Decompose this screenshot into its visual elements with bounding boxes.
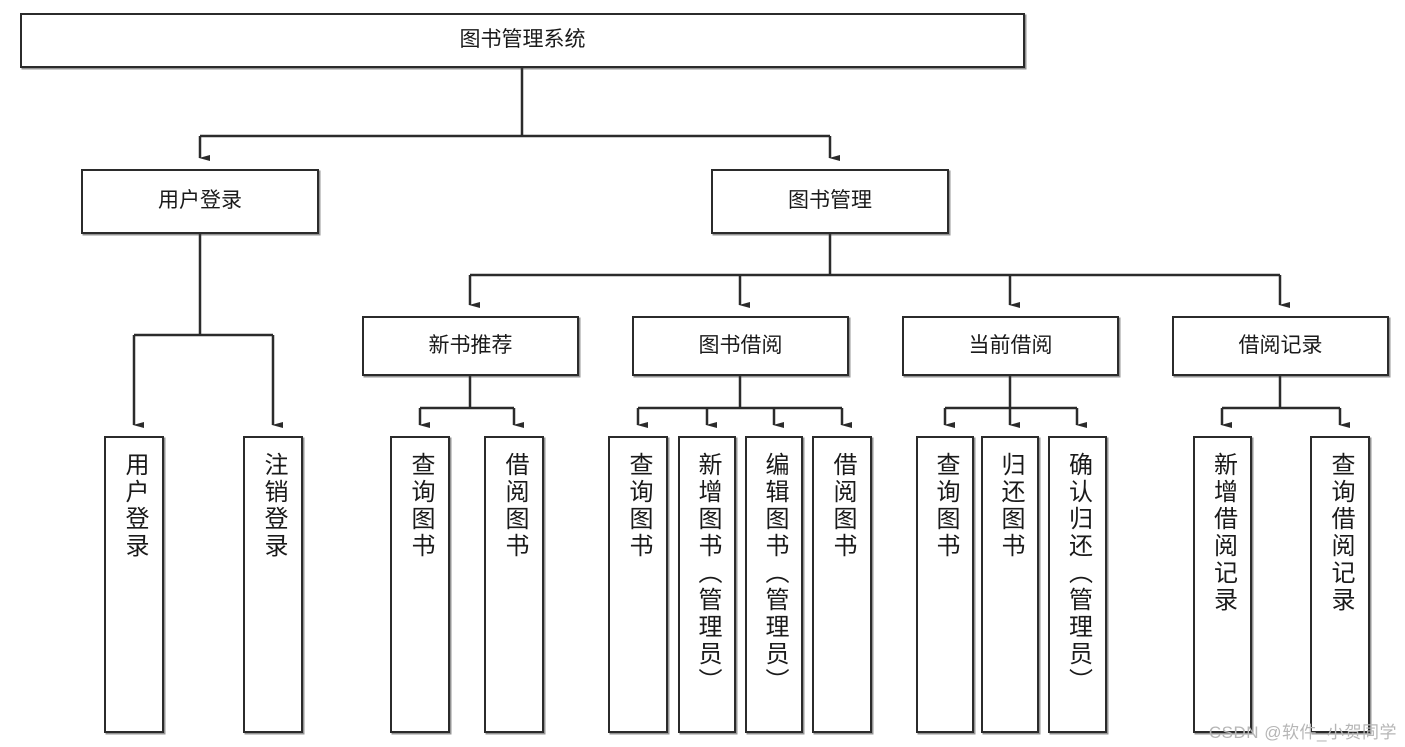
node-leaf-query-book-bb-label: 查询图书 [625, 452, 652, 560]
node-book-manage-label: 图书管理 [788, 189, 872, 213]
node-leaf-query-record[interactable]: 查询借阅记录 [1310, 436, 1370, 733]
node-leaf-borrow-book-bb[interactable]: 借阅图书 [812, 436, 872, 733]
node-user-login[interactable]: 用户登录 [81, 169, 319, 234]
node-leaf-add-record[interactable]: 新增借阅记录 [1193, 436, 1252, 733]
node-book-manage[interactable]: 图书管理 [711, 169, 949, 234]
node-leaf-user-login[interactable]: 用户登录 [104, 436, 164, 733]
node-book-borrow-label: 图书借阅 [698, 333, 783, 357]
node-leaf-edit-book[interactable]: 编辑图书（管理员） [745, 436, 803, 733]
node-leaf-user-login-label: 用户登录 [121, 452, 148, 560]
node-root-label: 图书管理系统 [459, 28, 586, 52]
node-root[interactable]: 图书管理系统 [20, 13, 1025, 68]
node-borrow-record[interactable]: 借阅记录 [1172, 316, 1389, 376]
node-leaf-borrow-book-bb-label: 借阅图书 [829, 452, 856, 560]
node-leaf-query-book-cb[interactable]: 查询图书 [916, 436, 974, 733]
node-leaf-borrow-book-rec-label: 借阅图书 [501, 452, 528, 560]
node-leaf-edit-book-label: 编辑图书（管理员） [761, 452, 788, 695]
node-leaf-return-book-label: 归还图书 [997, 452, 1024, 560]
node-leaf-add-book-label: 新增图书（管理员） [694, 452, 721, 695]
node-user-login-label: 用户登录 [158, 189, 242, 213]
node-leaf-query-book-rec-label: 查询图书 [407, 452, 434, 560]
node-leaf-query-book-bb[interactable]: 查询图书 [608, 436, 668, 733]
node-leaf-add-record-label: 新增借阅记录 [1209, 452, 1237, 614]
node-leaf-return-book[interactable]: 归还图书 [981, 436, 1039, 733]
node-leaf-add-book[interactable]: 新增图书（管理员） [678, 436, 736, 733]
node-book-borrow[interactable]: 图书借阅 [632, 316, 849, 376]
node-leaf-logout[interactable]: 注销登录 [243, 436, 303, 733]
node-leaf-confirm-return[interactable]: 确认归还（管理员） [1048, 436, 1107, 733]
node-leaf-query-record-label: 查询借阅记录 [1327, 452, 1354, 614]
node-leaf-query-book-cb-label: 查询图书 [932, 452, 959, 560]
node-leaf-logout-label: 注销登录 [260, 452, 287, 560]
node-new-book-rec[interactable]: 新书推荐 [362, 316, 579, 376]
node-current-borrow-label: 当前借阅 [968, 333, 1053, 357]
node-borrow-record-label: 借阅记录 [1238, 333, 1323, 357]
node-leaf-query-book-rec[interactable]: 查询图书 [390, 436, 450, 733]
node-new-book-rec-label: 新书推荐 [428, 333, 513, 357]
node-current-borrow[interactable]: 当前借阅 [902, 316, 1119, 376]
node-leaf-confirm-return-label: 确认归还（管理员） [1064, 452, 1092, 695]
node-leaf-borrow-book-rec[interactable]: 借阅图书 [484, 436, 544, 733]
